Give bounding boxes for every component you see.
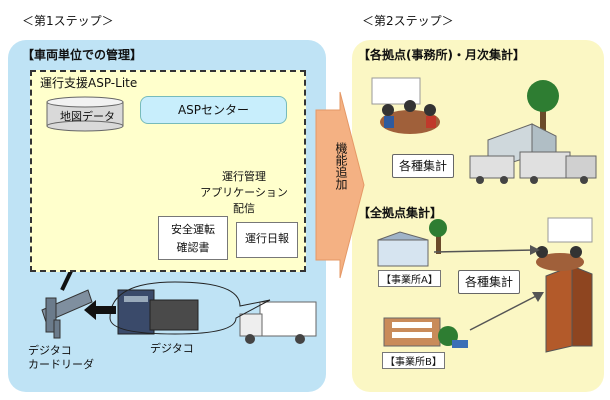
meeting-illustration-2 bbox=[536, 217, 593, 271]
safety-doc-line-2: 確認書 bbox=[176, 241, 210, 254]
app-line-1: 運行管理 bbox=[222, 170, 266, 183]
arrow-to-reader bbox=[84, 300, 116, 320]
trucks-illustration bbox=[469, 151, 597, 184]
step2-label: ＜第2ステップ＞ bbox=[362, 14, 454, 28]
each-site-heading: 【各拠点(事務所)・月次集計】 bbox=[358, 48, 525, 62]
office-b-illustration bbox=[383, 317, 468, 348]
add-function-label: 機能追加 bbox=[334, 142, 348, 190]
truck-illustration bbox=[239, 301, 317, 344]
arrow-office-b-to-hq bbox=[469, 293, 541, 331]
digitaco-device bbox=[117, 289, 199, 335]
office-b-label: 【事業所B】 bbox=[382, 352, 445, 369]
arrow-office-a-to-hq bbox=[433, 249, 537, 253]
vehicle-management-heading: 【車両単位での管理】 bbox=[22, 48, 143, 62]
office-a-label: 【事業所A】 bbox=[378, 270, 441, 287]
daily-report-doc: 運行日報 bbox=[236, 222, 298, 258]
speech-bubble bbox=[109, 281, 271, 335]
safety-doc-line-1: 安全運転 bbox=[171, 223, 215, 236]
map-data-label: 地図データ bbox=[60, 110, 115, 123]
app-line-3: 配信 bbox=[233, 202, 255, 215]
tally-box-2: 各種集計 bbox=[458, 270, 520, 294]
step1-label: ＜第1ステップ＞ bbox=[22, 14, 114, 28]
card-reader-label: デジタコ カードリーダ bbox=[28, 344, 94, 372]
hq-building-illustration bbox=[545, 265, 593, 353]
map-data-cylinder: 地図データ bbox=[46, 96, 124, 132]
asp-center-box: ASPセンター bbox=[140, 96, 287, 124]
app-line-2: アプリケーション bbox=[200, 186, 288, 199]
meeting-illustration-1 bbox=[371, 77, 440, 134]
app-delivery-text: 運行管理 アプリケーション 配信 bbox=[200, 168, 288, 216]
digitaco-label: デジタコ bbox=[150, 342, 194, 355]
card-reader-line-2: カードリーダ bbox=[28, 358, 94, 371]
asp-lite-title: 運行支援ASP-Lite bbox=[40, 76, 138, 90]
card-reader-device bbox=[41, 289, 93, 339]
all-sites-heading: 【全拠点集計】 bbox=[358, 206, 443, 220]
safety-confirmation-doc: 安全運転 確認書 bbox=[158, 216, 228, 260]
card-reader-line-1: デジタコ bbox=[28, 344, 72, 357]
office-a-illustration bbox=[377, 219, 447, 267]
add-function-arrow bbox=[315, 91, 365, 279]
tally-box-1: 各種集計 bbox=[392, 154, 454, 178]
